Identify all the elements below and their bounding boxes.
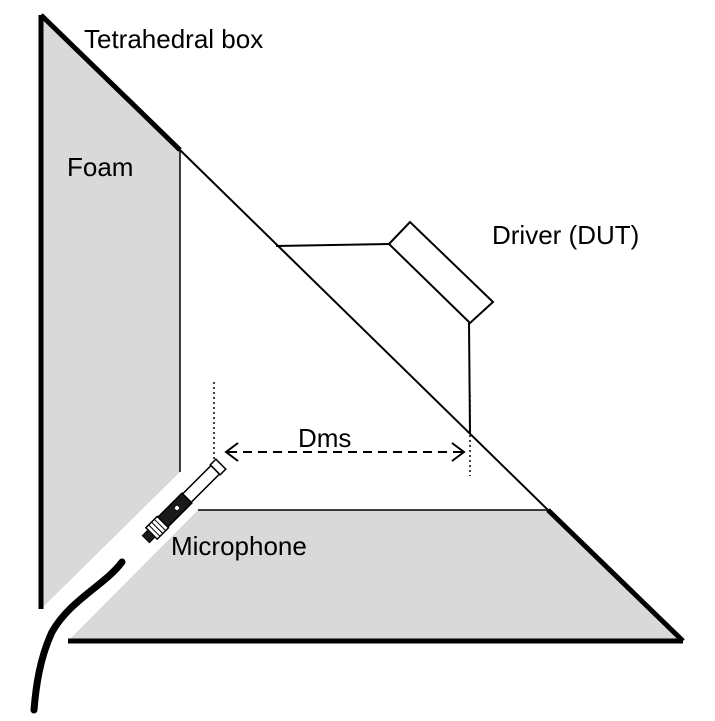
microphone-icon	[141, 458, 227, 544]
foam-bottom-wall	[68, 510, 683, 641]
driver-cone-bottom	[468, 322, 471, 435]
foam-left-wall	[41, 15, 180, 609]
microphone-label: Microphone	[171, 531, 307, 561]
box-hypotenuse-thick	[39, 13, 182, 152]
box-hypotenuse-baffle	[179, 149, 549, 511]
foam-label: Foam	[67, 152, 134, 182]
box-label: Tetrahedral box	[84, 24, 264, 54]
microphone-cable	[30, 558, 126, 714]
dms-arrowhead-left	[224, 442, 239, 462]
driver-magnet	[387, 220, 495, 325]
driver-cone-top	[275, 243, 390, 247]
dms-arrowhead-right	[451, 442, 466, 462]
box-hypotenuse-lower	[546, 508, 685, 643]
driver-label: Driver (DUT)	[492, 220, 640, 250]
dms-label: Dms	[298, 423, 352, 453]
